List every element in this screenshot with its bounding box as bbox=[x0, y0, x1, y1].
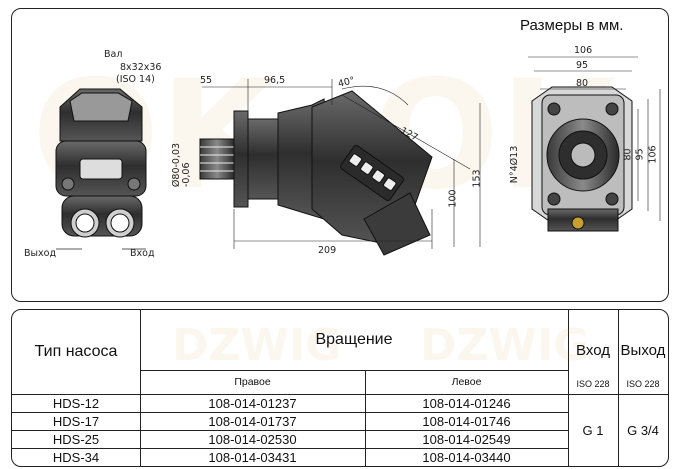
dim-95-top: 95 bbox=[576, 60, 589, 71]
row-type: HDS-12 bbox=[52, 395, 100, 411]
dim-95-side: 95 bbox=[634, 148, 646, 161]
rear-view bbox=[55, 88, 147, 238]
inlet-label: Выход bbox=[24, 248, 57, 259]
dim-80-top: 80 bbox=[576, 78, 589, 89]
inlet-thread: G 1 bbox=[582, 422, 604, 438]
dim-153: 153 bbox=[471, 169, 483, 188]
dim-209: 209 bbox=[318, 245, 337, 256]
row-left: 108-014-01746 bbox=[422, 413, 511, 429]
row-type: HDS-34 bbox=[52, 449, 100, 465]
dim-shaft-diameter: Ø80-0,03 -0,06 bbox=[171, 142, 193, 188]
shaft-label: Вал bbox=[104, 49, 123, 60]
shaft-spec: 8x32x36 bbox=[120, 62, 162, 73]
header-outlet: Выход bbox=[620, 341, 666, 359]
dim-holes: N°4Ø13 bbox=[509, 145, 521, 184]
row-type: HDS-25 bbox=[52, 431, 100, 447]
dim-55: 55 bbox=[200, 75, 213, 86]
dim-106-side: 106 bbox=[647, 145, 659, 164]
dim-100: 100 bbox=[447, 189, 459, 208]
outlet-label: Вход bbox=[130, 248, 155, 259]
units-caption: Размеры в мм. bbox=[520, 17, 624, 34]
header-inlet-standard: ISO 228 bbox=[576, 379, 610, 389]
front-view bbox=[531, 86, 633, 232]
header-right: Правое bbox=[234, 376, 271, 388]
header-rotation: Вращение bbox=[315, 331, 393, 348]
row-type: HDS-17 bbox=[52, 413, 100, 429]
shaft-standard: (ISO 14) bbox=[116, 74, 155, 85]
technical-drawing bbox=[55, 56, 661, 256]
outlet-thread: G 3/4 bbox=[627, 422, 659, 438]
row-left: 108-014-01246 bbox=[422, 395, 511, 411]
row-right: 108-014-03431 bbox=[208, 449, 297, 465]
header-inlet: Вход bbox=[576, 341, 610, 359]
watermark-text: DZWIG bbox=[172, 320, 342, 371]
row-left: 108-014-03440 bbox=[422, 449, 511, 465]
row-right: 108-014-01237 bbox=[208, 395, 297, 411]
row-left: 108-014-02549 bbox=[422, 431, 511, 447]
dim-96-5: 96,5 bbox=[264, 75, 286, 86]
header-outlet-standard: ISO 228 bbox=[626, 379, 660, 389]
side-view bbox=[199, 90, 433, 256]
specification-table: DZWIG DZWIG Тип насоса Вращение Правое Л… bbox=[11, 309, 669, 467]
dim-80-side: 80 bbox=[622, 148, 634, 161]
header-left: Левое bbox=[451, 376, 482, 388]
header-pump-type: Тип насоса bbox=[34, 343, 118, 360]
row-right: 108-014-02530 bbox=[208, 431, 297, 447]
watermark-text-2: DZWIG bbox=[420, 320, 590, 371]
row-right: 108-014-01737 bbox=[208, 413, 297, 429]
drawing-panel: OK OK Размеры в мм. bbox=[11, 8, 669, 302]
dim-106-top: 106 bbox=[574, 45, 593, 56]
